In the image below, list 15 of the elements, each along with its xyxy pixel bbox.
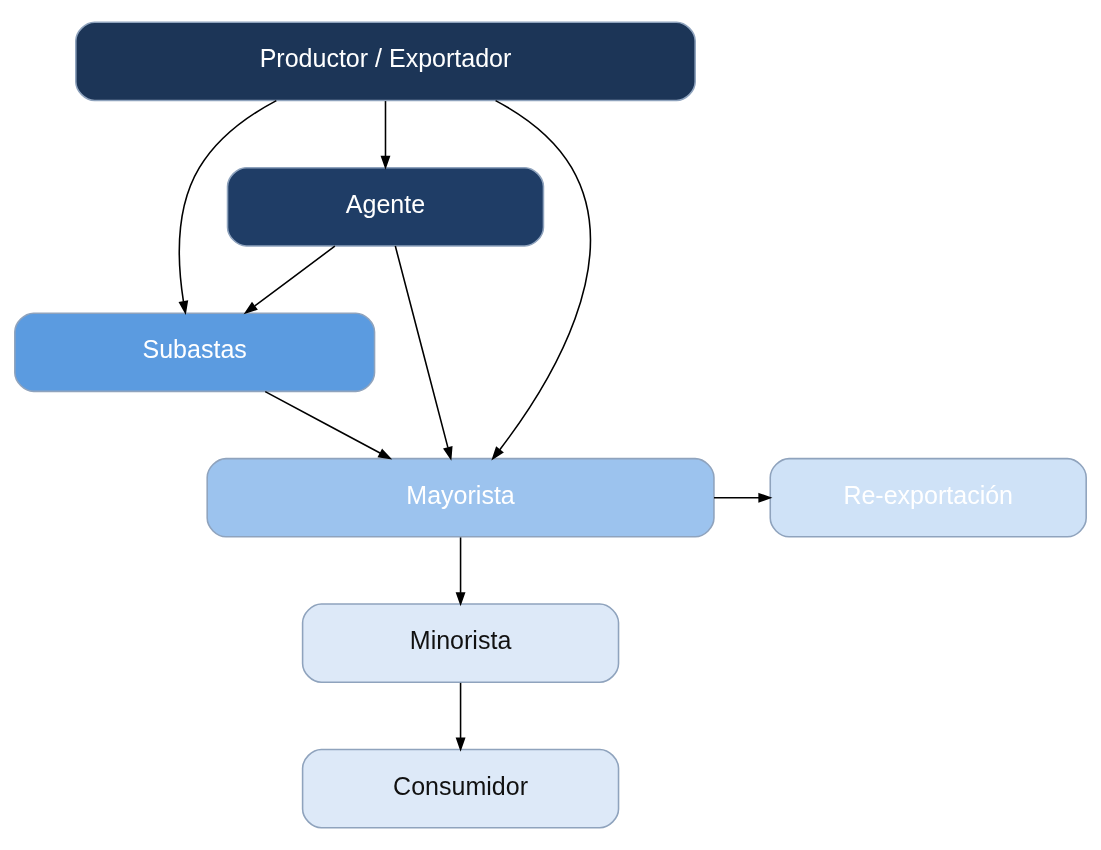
arrow xyxy=(455,536,466,607)
node-box: Mayorista xyxy=(206,457,715,538)
arrow xyxy=(394,245,453,461)
node-box: Subastas xyxy=(14,312,376,393)
node-box: Agente xyxy=(226,166,545,247)
arrow xyxy=(713,492,773,503)
node-box: Productor / Exportador xyxy=(75,21,696,102)
arrow xyxy=(243,245,336,315)
node-box: Minorista xyxy=(301,603,620,684)
arrow xyxy=(491,99,592,461)
arrow xyxy=(178,99,278,315)
node-box: Consumidor xyxy=(301,748,620,829)
arrow xyxy=(455,682,466,752)
arrow xyxy=(380,100,391,170)
arrow xyxy=(264,390,393,460)
